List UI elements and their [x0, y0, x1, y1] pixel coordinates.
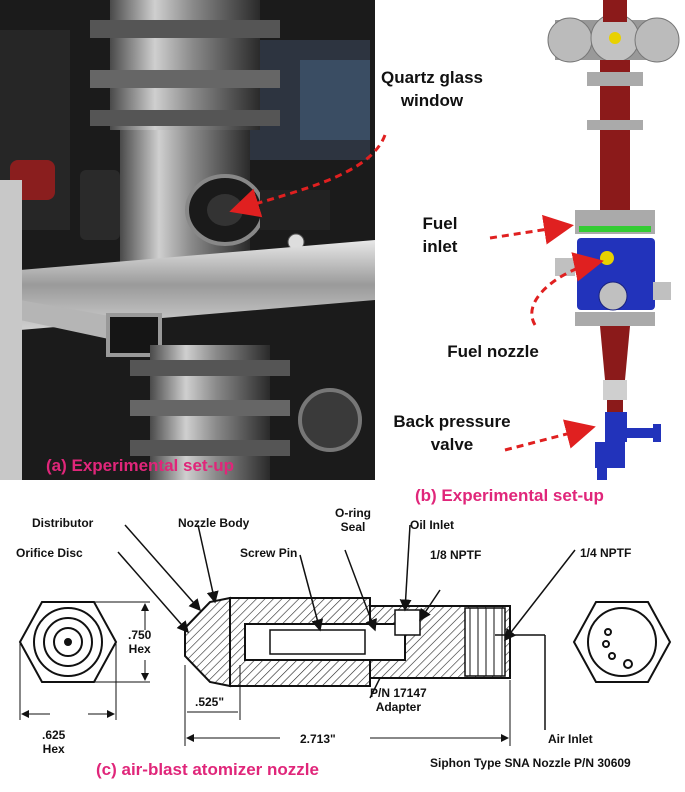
label-hex-750: .750 Hex	[128, 628, 152, 656]
window-arrow	[229, 134, 387, 218]
label-orifice-disc: Orifice Disc	[16, 546, 83, 560]
label-nozzle-body: Nozzle Body	[178, 516, 250, 530]
label-air-inlet: Air Inlet	[548, 732, 593, 746]
setup-schematic	[535, 0, 685, 480]
caption-c: (c) air-blast atomizer nozzle	[96, 760, 319, 779]
label-oring-seal: O-ring Seal	[335, 506, 371, 534]
experimental-setup-photo	[0, 0, 375, 480]
back-pressure-valve-label: Back pressure valve	[393, 412, 511, 454]
label-nptf-14: 1/4 NPTF	[580, 546, 632, 560]
fuel-nozzle-label: Fuel nozzle	[447, 342, 539, 361]
nozzle-body-section	[184, 596, 511, 688]
inlet-end-view	[572, 601, 672, 683]
fuel-inlet-label: Fuel inlet	[422, 214, 458, 256]
label-siphon-nozzle: Siphon Type SNA Nozzle P/N 30609	[430, 756, 631, 770]
label-dim-525: .525"	[195, 695, 225, 709]
atomizer-drawing	[0, 490, 685, 787]
label-hex-625: .625 Hex	[42, 728, 66, 756]
quartz-window-label: Quartz glass window	[380, 68, 484, 110]
label-nptf-18: 1/8 NPTF	[430, 548, 482, 562]
label-part-number: P/N 17147 Adapter	[370, 686, 427, 714]
label-oil-inlet: Oil Inlet	[410, 518, 455, 532]
schematic-arrows	[489, 214, 604, 452]
label-dim-2713: 2.713"	[300, 732, 336, 746]
hex-end-view	[18, 601, 118, 683]
caption-a: (a) Experimental set-up	[46, 456, 234, 475]
label-screw-pin: Screw Pin	[240, 546, 298, 560]
caption-b: (b) Experimental set-up	[415, 486, 604, 505]
label-distributor: Distributor	[32, 516, 94, 530]
